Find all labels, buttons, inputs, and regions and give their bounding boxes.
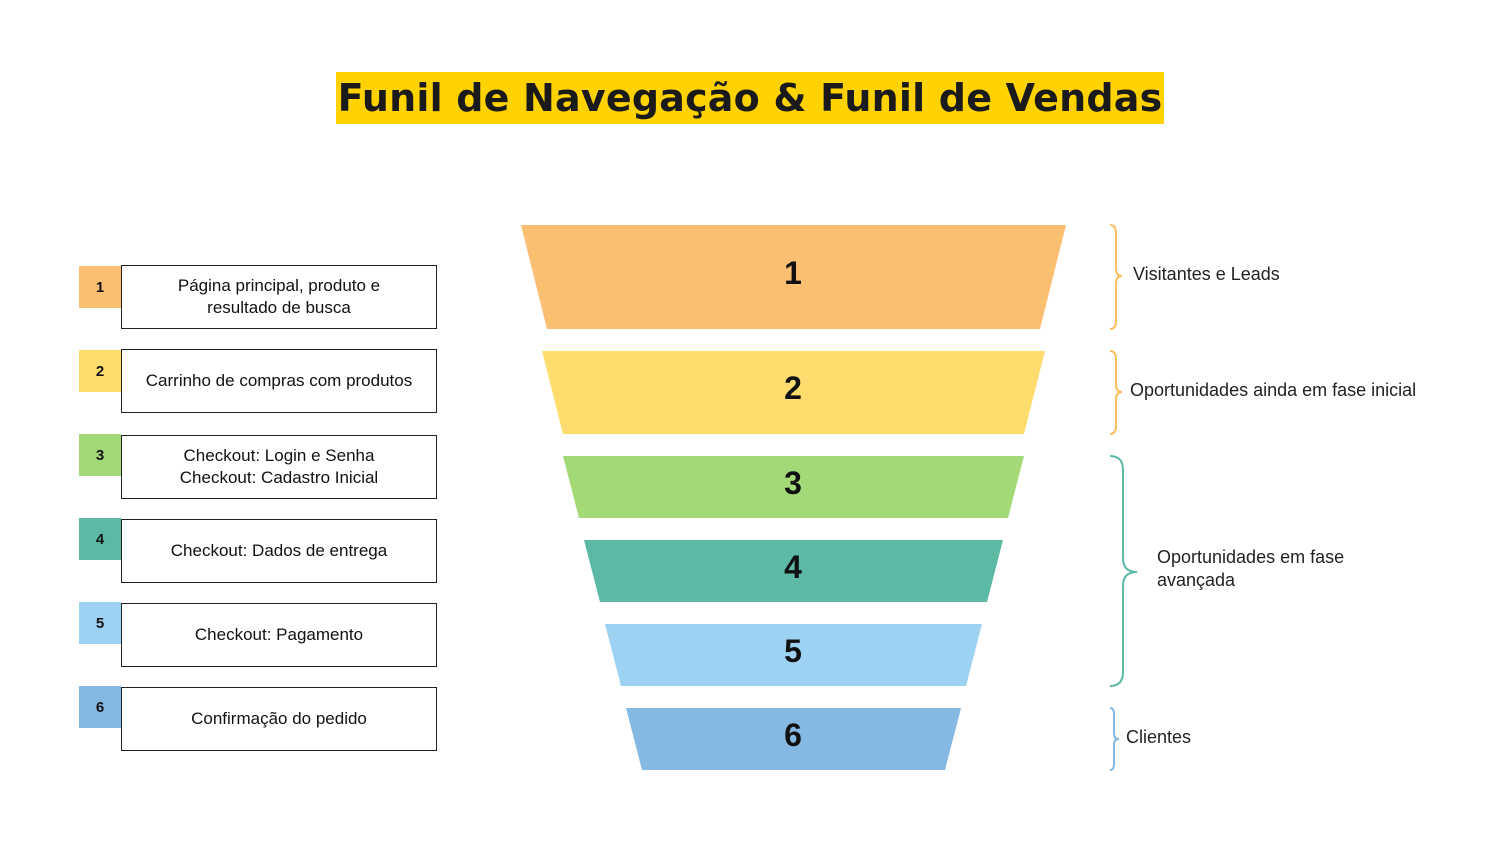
funnel-segment-1 bbox=[521, 225, 1066, 329]
funnel-label-1: 1 bbox=[784, 255, 802, 291]
brace-oportunidades-avancada bbox=[1109, 455, 1138, 687]
stage-label-oportunidades-avancada: Oportunidades em fase avançada bbox=[1157, 546, 1344, 592]
funnel-segment-3 bbox=[563, 456, 1024, 518]
brace-visitantes bbox=[1109, 224, 1123, 330]
legend-num-2: 2 bbox=[79, 350, 121, 392]
funnel-segment-4 bbox=[584, 540, 1003, 602]
legend-box-3: Checkout: Login e Senha Checkout: Cadast… bbox=[121, 435, 437, 499]
legend-box-4: Checkout: Dados de entrega bbox=[121, 519, 437, 583]
brace-clientes bbox=[1109, 707, 1120, 771]
funnel-label-4: 4 bbox=[784, 549, 802, 585]
brace-oportunidades-inicial bbox=[1109, 350, 1123, 435]
funnel-label-2: 2 bbox=[784, 370, 802, 406]
legend-text: Carrinho de compras com produtos bbox=[145, 371, 413, 390]
legend-text: Checkout: Pagamento bbox=[194, 625, 364, 644]
legend-text: Confirmação do pedido bbox=[191, 709, 367, 728]
legend-text: Página principal, produto e bbox=[177, 276, 381, 295]
legend-num-1: 1 bbox=[79, 266, 121, 308]
funnel-label-3: 3 bbox=[784, 465, 802, 501]
legend-box-6: Confirmação do pedido bbox=[121, 687, 437, 751]
legend-text: resultado de busca bbox=[207, 298, 351, 317]
legend-num-6: 6 bbox=[79, 686, 121, 728]
legend-num-3: 3 bbox=[79, 434, 121, 476]
funnel-segment-5 bbox=[605, 624, 982, 686]
legend-box-2: Carrinho de compras com produtos bbox=[121, 349, 437, 413]
stage-label-text: Oportunidades em fase bbox=[1157, 547, 1345, 567]
funnel-segment-6 bbox=[626, 708, 961, 770]
funnel-segment-2 bbox=[542, 351, 1045, 434]
legend-num-5: 5 bbox=[79, 602, 121, 644]
funnel-label-5: 5 bbox=[784, 633, 802, 669]
stage-label-clientes: Clientes bbox=[1126, 726, 1191, 749]
stage-label-text: Oportunidades ainda em fase inicial bbox=[1130, 380, 1417, 400]
stage-label-text: avançada bbox=[1157, 570, 1236, 590]
stage-label-oportunidades-inicial: Oportunidades ainda em fase inicial bbox=[1130, 379, 1416, 402]
stage-label-text: Visitantes e Leads bbox=[1133, 264, 1280, 284]
funnel-label-6: 6 bbox=[784, 717, 802, 753]
legend-text: Checkout: Cadastro Inicial bbox=[179, 468, 379, 487]
legend-num-4: 4 bbox=[79, 518, 121, 560]
legend-box-5: Checkout: Pagamento bbox=[121, 603, 437, 667]
stage-label-text: Clientes bbox=[1126, 727, 1192, 747]
stage-label-visitantes: Visitantes e Leads bbox=[1133, 263, 1280, 286]
legend-text: Checkout: Dados de entrega bbox=[170, 541, 388, 560]
legend-box-1: Página principal, produto e resultado de… bbox=[121, 265, 437, 329]
legend-text: Checkout: Login e Senha bbox=[183, 446, 375, 465]
page-title: Funil de Navegação & Funil de Vendas bbox=[335, 72, 1165, 124]
